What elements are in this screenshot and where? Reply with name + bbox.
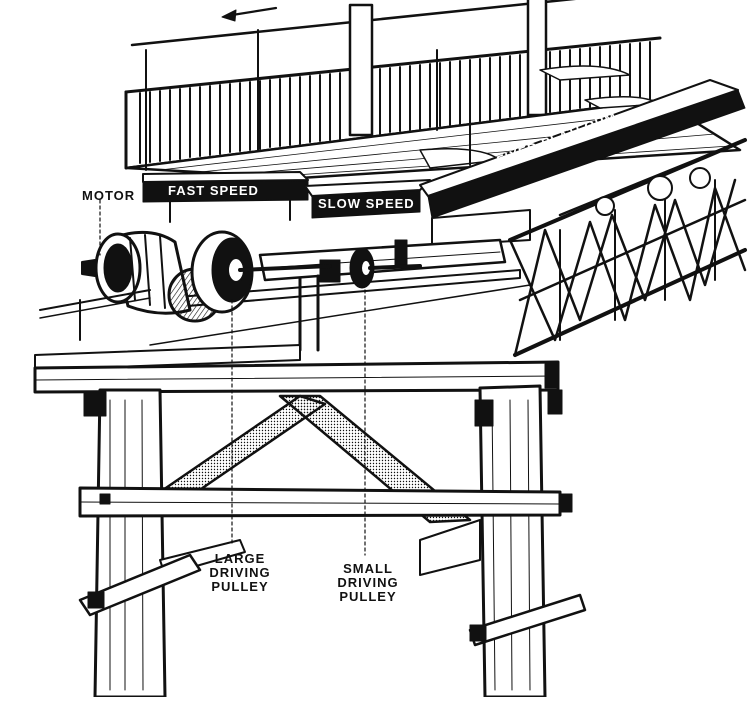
diagonal-braces <box>158 394 481 576</box>
bottom-bracing <box>78 553 587 647</box>
trestle-legs <box>83 384 563 699</box>
motor-label: MOTOR <box>82 188 136 203</box>
fixed-platform <box>419 79 746 247</box>
large-driving-pulley-label: LARGE DRIVING PULLEY <box>205 552 275 594</box>
leader-lines <box>99 199 366 556</box>
slow-speed-label: SLOW SPEED <box>318 196 415 211</box>
large-pulley-line-3: PULLEY <box>211 579 269 594</box>
trestle-cross-beam <box>78 486 573 518</box>
large-pulley-line-2: DRIVING <box>209 565 271 580</box>
small-driving-pulley <box>349 247 422 289</box>
fast-speed-platform <box>142 171 309 223</box>
small-pulley-line-2: DRIVING <box>337 575 399 590</box>
small-pulley-line-1: SMALL <box>343 561 393 576</box>
slow-speed-platform <box>304 179 431 219</box>
small-pulley-line-3: PULLEY <box>339 589 397 604</box>
side-handrail <box>34 289 301 371</box>
fast-speed-label: FAST SPEED <box>168 183 259 198</box>
direction-arrow <box>221 6 278 22</box>
large-driving-pulley <box>167 230 332 323</box>
small-driving-pulley-label: SMALL DRIVING PULLEY <box>330 562 406 604</box>
moving-platform-railing <box>124 0 662 170</box>
large-pulley-line-1: LARGE <box>214 551 266 566</box>
lattice-girder <box>508 138 747 357</box>
